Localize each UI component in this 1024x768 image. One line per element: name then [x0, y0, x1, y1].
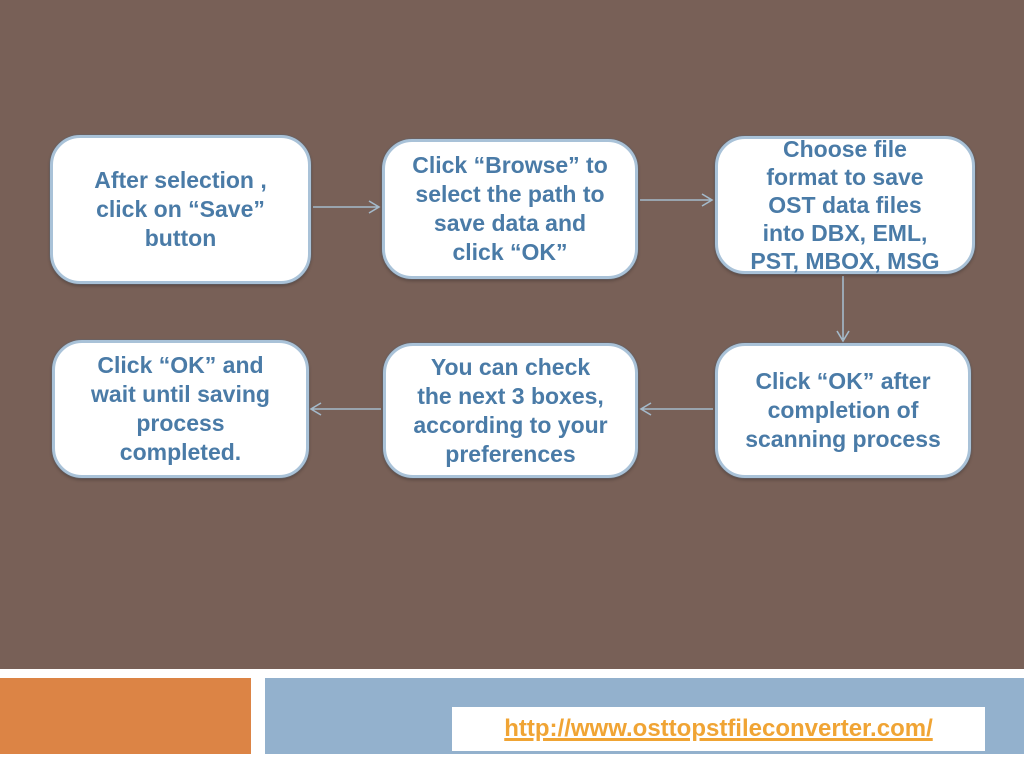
footer-accent-block — [0, 678, 251, 754]
flow-step-5: You can check the next 3 boxes, accordin… — [383, 343, 638, 478]
flow-step-2: Click “Browse” to select the path to sav… — [382, 139, 638, 279]
flow-step-5-label: You can check the next 3 boxes, accordin… — [413, 353, 608, 467]
flow-step-3-label: Choose file format to save OST data file… — [750, 136, 940, 274]
flow-step-4-label: Click “OK” after completion of scanning … — [745, 368, 941, 452]
arrow-down-icon — [836, 276, 850, 343]
footer: http://www.osttopstfileconverter.com/ — [0, 669, 1024, 768]
website-link[interactable]: http://www.osttopstfileconverter.com/ — [504, 715, 933, 742]
arrow-right-icon — [640, 193, 714, 207]
flow-step-3: Choose file format to save OST data file… — [715, 136, 975, 274]
flow-step-6: Click “OK” and wait until saving process… — [52, 340, 309, 478]
flow-step-2-label: Click “Browse” to select the path to sav… — [412, 152, 608, 265]
arrow-left-icon — [309, 402, 381, 416]
arrow-left-icon — [639, 402, 713, 416]
flow-step-1-label: After selection , click on “Save” button — [94, 167, 267, 251]
arrow-right-icon — [313, 200, 381, 214]
flow-step-1: After selection , click on “Save” button — [50, 135, 311, 284]
url-plate: http://www.osttopstfileconverter.com/ — [452, 707, 985, 751]
flow-step-4: Click “OK” after completion of scanning … — [715, 343, 971, 478]
flow-step-6-label: Click “OK” and wait until saving process… — [91, 352, 270, 465]
